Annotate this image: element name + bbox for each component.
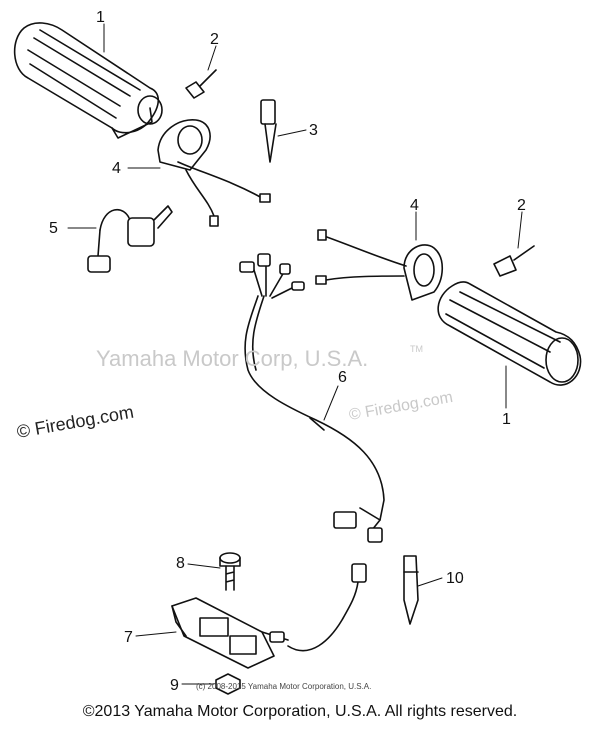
callout-3-cable-tie: 3 bbox=[309, 122, 318, 139]
left-heater-housing bbox=[157, 119, 271, 227]
cable-tie-2 bbox=[403, 555, 419, 625]
watermark-center: Yamaha Motor Corp, U.S.A. bbox=[96, 346, 368, 371]
watermark-right: © Firedog.com bbox=[348, 389, 455, 424]
leader-lines bbox=[67, 23, 523, 685]
callout-9-nut: 9 bbox=[170, 677, 179, 694]
watermark-tm: TM bbox=[410, 344, 423, 354]
footer-copyright: ©2013 Yamaha Motor Corporation, U.S.A. A… bbox=[82, 703, 518, 720]
callout-5-switch: 5 bbox=[49, 220, 58, 237]
wire-harness bbox=[239, 253, 385, 543]
callout-1-left-grip: 1 bbox=[96, 9, 105, 26]
cable-tie bbox=[260, 99, 277, 163]
callout-4-left-housing: 4 bbox=[112, 160, 121, 177]
callout-2-right-screw: 2 bbox=[517, 197, 526, 214]
watermark-left: © Firedog.com bbox=[15, 402, 135, 442]
callout-6-harness: 6 bbox=[338, 369, 347, 386]
right-grip bbox=[437, 281, 582, 386]
controller bbox=[171, 563, 367, 669]
callout-1-right-grip: 1 bbox=[502, 411, 511, 428]
nut bbox=[215, 673, 241, 695]
left-grip bbox=[13, 22, 163, 139]
callout-10-cable-tie: 10 bbox=[446, 570, 464, 587]
right-heater-housing bbox=[315, 229, 444, 301]
bolt bbox=[219, 552, 241, 591]
switch bbox=[87, 205, 173, 273]
callout-2-left-screw: 2 bbox=[210, 31, 219, 48]
right-screw bbox=[493, 245, 535, 277]
small-copyright: (c) 2008-2015 Yamaha Motor Corporation, … bbox=[196, 682, 371, 691]
callout-4-right-housing: 4 bbox=[410, 197, 419, 214]
callout-7-controller: 7 bbox=[124, 629, 133, 646]
left-screw bbox=[185, 69, 217, 99]
callout-8-bolt: 8 bbox=[176, 555, 185, 572]
